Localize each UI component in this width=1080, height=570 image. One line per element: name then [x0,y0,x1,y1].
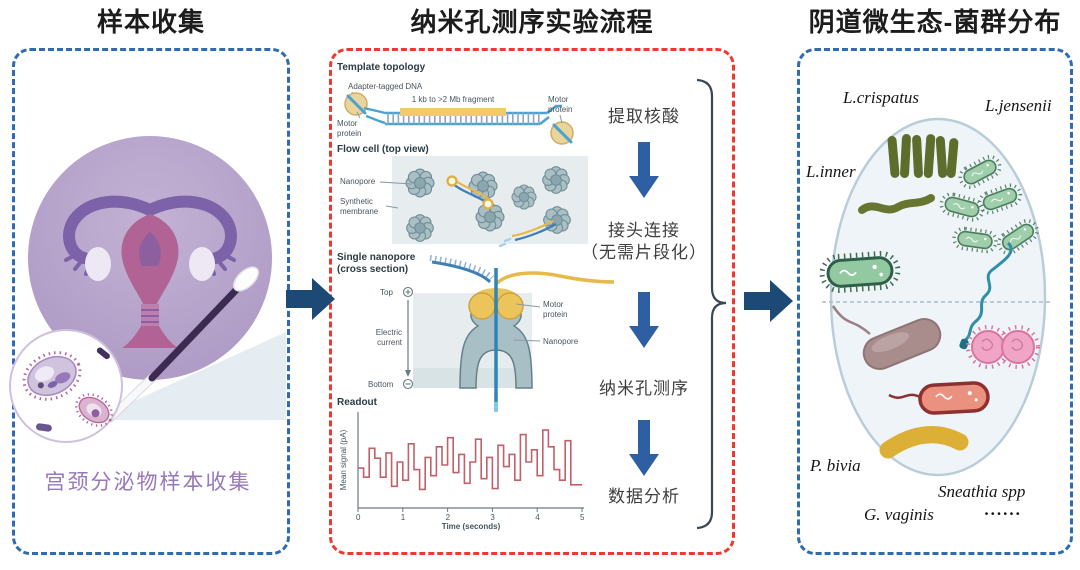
yellow-crescent-bacterium [879,426,969,459]
readout-heading: Readout [337,397,377,408]
spirochete-head [959,338,969,350]
step-nanopore-sequencing: 纳米孔测序 [599,379,689,398]
step-data-analysis: 数据分析 [608,487,680,506]
species-l-crispatus: L.crispatus [843,88,920,107]
top-label: Top [380,288,393,297]
microbe-large [22,351,82,401]
microbiome-egg [829,117,1047,477]
x-tick-label: 2 [445,513,451,522]
flagellum [888,393,921,399]
species-p-bivia: P. bivia [810,456,861,475]
species-ellipsis: ...... [985,500,1023,519]
pink-diplococcus-bacterium [966,325,1040,369]
dna-strand-yellow [494,271,615,286]
motor-protein-right-label: Motor protein [548,95,573,114]
step-arrow-down [629,142,659,198]
species-l-inner: L.inner [806,162,856,181]
flow-arrow-middle-to-right [744,280,793,322]
red-capsule-bacterium [918,381,990,415]
mauve-capsule-bacterium [862,318,942,370]
microbiome-column-title: 阴道微生态-菌群分布 [808,7,1062,37]
l-crispatus-rod-cluster [887,134,959,179]
bottom-label: Bottom [368,380,394,389]
x-tick-marks [357,508,583,512]
x-tick-label: 0 [356,513,361,522]
spirochete-bacterium [964,241,1013,342]
workflow-column-title: 纳米孔测序实验流程 [410,7,654,37]
x-tick-label: 5 [580,513,585,522]
wavy-rod-bacterium [858,194,935,214]
step-adapter-ligation-note: （无需片段化） [581,243,707,262]
flagellum [831,305,871,335]
electric-current-label: Electric current [375,328,402,347]
single-nanopore-figure [402,255,615,412]
step-arrow-down [629,420,659,476]
microbiome-panel [797,48,1073,555]
flow-cell-heading: Flow cell (top view) [337,144,429,155]
sample-column-title: 样本收集 [96,7,205,37]
single-nanopore-heading: Single nanopore (cross section) [337,252,416,275]
dna-fragment-highlight [400,108,506,116]
template-topology-heading: Template topology [337,62,426,73]
x-tick-label: 1 [400,513,406,522]
template-topology-figure [344,91,574,145]
workflow-brace [696,78,727,530]
microbe-rod [35,423,52,432]
x-tick-label: 3 [490,513,495,522]
flow-cell-figure [379,156,588,248]
sample-collection-illustration [9,136,286,443]
flow-arrow-left-to-middle [286,278,335,320]
species-g-vaginis: G. vaginis [864,505,934,524]
step-adapter-ligation: 接头连接 [608,221,680,240]
nanopore-crosssection-label: Nanopore [543,337,579,346]
swab-cotton-tip [232,266,260,292]
sample-caption: 宫颈分泌物样本收集 [44,471,252,494]
readout-x-axis-label: Time (seconds) [441,522,501,531]
readout-y-axis-label: Mean signal (pA) [339,429,349,491]
pore-with-dna [482,198,494,210]
motor-protein-left-label: Motor protein [337,119,362,138]
pore-with-dna [446,175,458,187]
step-extract-nucleic-acid: 提取核酸 [608,107,680,126]
step-arrow-down [629,292,659,348]
species-l-jensenii: L.jensenii [985,96,1052,115]
background-wedge [92,332,286,420]
plus-terminal-icon [402,286,414,298]
motor-protein-lobe [496,292,524,320]
workflow-step-arrows [629,142,659,476]
x-tick-label: 4 [535,513,540,522]
readout-figure [357,412,584,512]
synthetic-membrane-label: Synthetic membrane [340,197,379,216]
motor-protein-crosssection-label: Motor protein [543,300,568,319]
signal-step-trace [358,429,582,491]
microbe-small [75,393,113,427]
minus-terminal-icon [402,378,414,390]
adapter-tagged-dna-label: Adapter-tagged DNA [348,82,423,91]
motor-protein-lobe [468,292,496,320]
fragment-size-label: 1 kb to >2 Mb fragment [411,95,495,104]
microbe-rod [96,347,110,360]
nanopore-label: Nanopore [340,177,376,186]
large-green-capsule-bacterium [819,251,901,293]
vaginal-microbiome-illustration [819,117,1053,477]
microbe-lens-illustration [9,329,123,443]
uterus-illustration [63,195,237,348]
species-sneathia-spp: Sneathia spp [938,482,1026,501]
